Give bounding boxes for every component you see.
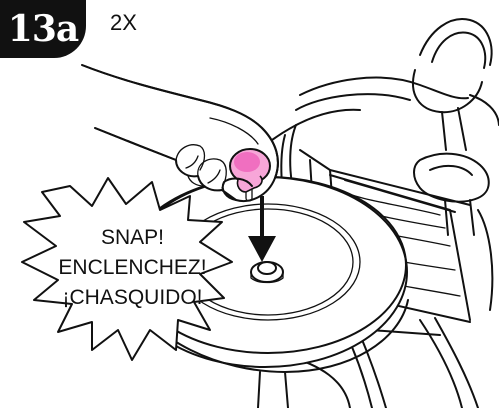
callout-text: SNAP! ENCLENCHEZ! ¡CHASQUIDO! xyxy=(40,223,225,313)
callout-line-french: ENCLENCHEZ! xyxy=(58,256,207,279)
thumb xyxy=(221,177,253,201)
hand xyxy=(81,64,279,202)
repeat-count-label: 2X xyxy=(110,10,137,35)
step-number-badge: 13a xyxy=(0,0,86,58)
callout-line-spanish: ¡CHASQUIDO! xyxy=(62,286,203,309)
stroller-handle xyxy=(412,18,499,311)
starburst-callout xyxy=(21,177,233,361)
down-arrow-icon xyxy=(248,196,276,262)
axle-hub xyxy=(250,261,284,283)
callout-line-english: SNAP! xyxy=(100,226,165,249)
